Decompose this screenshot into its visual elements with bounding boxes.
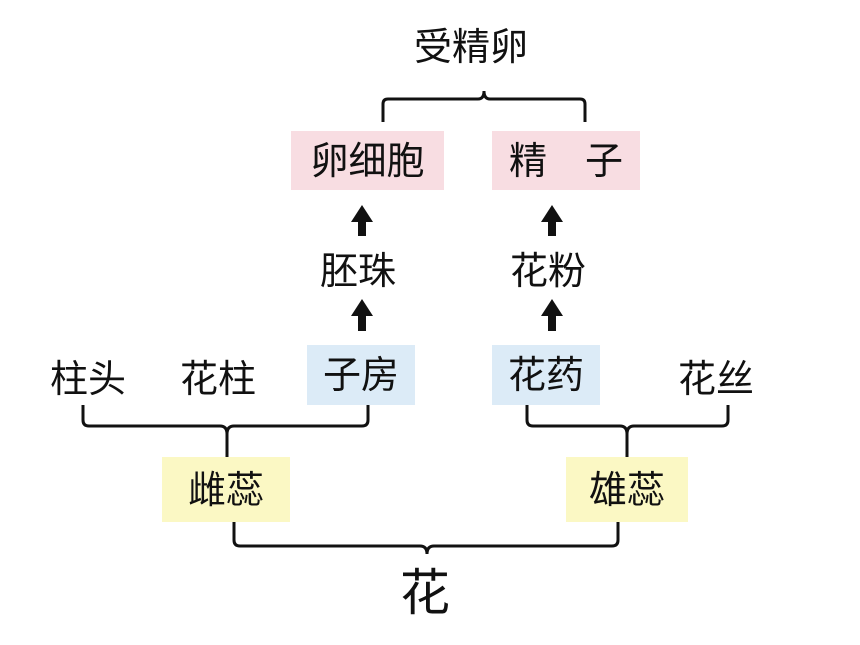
pistil-box: 雌蕊 — [162, 457, 290, 522]
style-label: 花柱 — [180, 357, 257, 401]
anther-box: 花药 — [492, 345, 600, 405]
stamen-box: 雄蕊 — [566, 457, 688, 522]
sperm-box: 精 子 — [492, 131, 640, 190]
stamen-label: 雄蕊 — [588, 467, 665, 512]
stamen-bracket — [525, 405, 730, 435]
arrow-ovary-to-ovule — [351, 299, 373, 331]
egg-cell-box: 卵细胞 — [291, 131, 444, 190]
ovary-box: 子房 — [307, 345, 415, 405]
sperm-label: 精 子 — [508, 138, 623, 183]
arrow-pollen-to-sperm — [541, 205, 563, 236]
ovary-label: 子房 — [322, 353, 399, 397]
egg-cell-label: 卵细胞 — [310, 138, 425, 183]
arrow-ovule-to-egg — [351, 205, 373, 236]
flower-label: 花 — [400, 564, 450, 622]
filament-label: 花丝 — [678, 357, 755, 401]
ovule-label: 胚珠 — [320, 249, 397, 293]
pollen-label: 花粉 — [510, 249, 587, 293]
pistil-label: 雌蕊 — [187, 467, 264, 512]
stigma-label: 柱头 — [50, 357, 127, 401]
zygote-bracket — [381, 90, 587, 122]
arrow-anther-to-pollen — [541, 299, 563, 331]
flower-bracket — [232, 522, 620, 555]
zygote-label: 受精卵 — [414, 25, 529, 69]
anther-label: 花药 — [507, 353, 584, 397]
pistil-bracket — [81, 405, 370, 435]
